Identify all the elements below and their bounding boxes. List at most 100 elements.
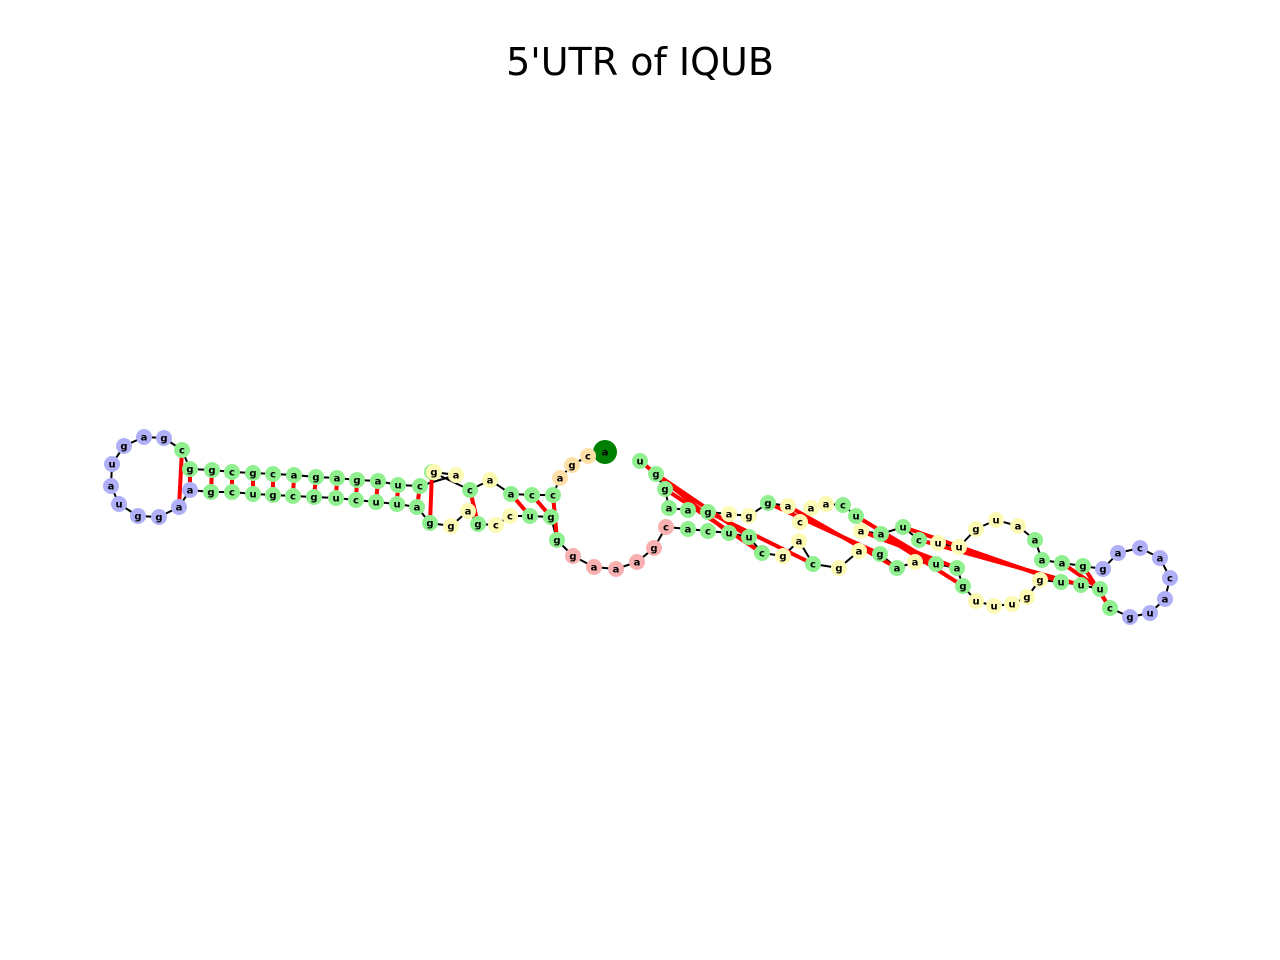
nucleotide-node <box>1027 532 1043 548</box>
nucleotide-node <box>130 508 146 524</box>
nucleotide-label: a <box>508 490 515 501</box>
nucleotide-node <box>329 470 345 486</box>
nucleotide-label: u <box>1008 600 1015 611</box>
nucleotide-label: a <box>878 530 885 541</box>
nucleotide-label: g <box>426 519 433 530</box>
nucleotide-label: c <box>353 496 359 507</box>
nucleotide-label: a <box>912 558 919 569</box>
nucleotide-label: c <box>585 452 591 463</box>
nucleotide-node <box>448 467 464 483</box>
nucleotide-node <box>928 556 944 572</box>
nucleotide-label: c <box>270 470 276 481</box>
nucleotide-label: a <box>141 433 148 444</box>
nucleotide-node <box>111 496 127 512</box>
nucleotide-node <box>488 517 504 533</box>
nucleotide-node <box>853 523 869 539</box>
nucleotide-label: a <box>453 471 460 482</box>
nucleotide-label: g <box>155 513 162 524</box>
nucleotide-label: u <box>108 460 115 471</box>
nucleotide-label: g <box>972 525 979 536</box>
nucleotide-label: a <box>176 503 183 514</box>
nucleotide-label: c <box>229 488 235 499</box>
nucleotide-label: c <box>493 521 499 532</box>
nucleotide-label: a <box>823 500 830 511</box>
nucleotide-label: c <box>663 523 669 534</box>
nucleotide-label: g <box>160 434 167 445</box>
nucleotide-node <box>443 518 459 534</box>
nucleotide-label: u <box>394 481 401 492</box>
nucleotide-node <box>503 486 519 502</box>
nucleotide-label: g <box>835 564 842 575</box>
nucleotide-label: u <box>393 500 400 511</box>
nucleotide-node <box>805 556 821 572</box>
nucleotide-label: c <box>1107 604 1113 615</box>
nucleotide-node <box>306 489 322 505</box>
nucleotide-label: c <box>705 527 711 538</box>
nucleotide-label: c <box>179 446 185 457</box>
nucleotide-node <box>646 540 662 556</box>
nucleotide-label: a <box>634 558 641 569</box>
nucleotide-label: u <box>1057 578 1064 589</box>
nucleotide-label: g <box>652 470 659 481</box>
nucleotide-node <box>1010 518 1026 534</box>
nucleotide-node <box>835 497 851 513</box>
nucleotide-label: a <box>1059 559 1066 570</box>
nucleotide-node <box>470 516 486 532</box>
nucleotide-label: c <box>810 560 816 571</box>
nucleotide-label: c <box>797 518 803 529</box>
nucleotide-label: c <box>550 491 556 502</box>
nucleotide-label: g <box>661 485 668 496</box>
nucleotide-node <box>370 473 386 489</box>
nucleotide-node <box>1092 581 1108 597</box>
nucleotide-label: g <box>474 520 481 531</box>
nucleotide-label: a <box>613 565 620 576</box>
nucleotide-node <box>895 519 911 535</box>
nucleotide-node <box>1110 545 1126 561</box>
nucleotide-label: a <box>1039 556 1046 567</box>
nucleotide-node <box>156 430 172 446</box>
nucleotide-label: g <box>764 499 771 510</box>
nucleotide-label: a <box>666 504 673 515</box>
nucleotide-node <box>564 457 580 473</box>
nucleotide-label: c <box>417 482 423 493</box>
nucleotide-node <box>648 466 664 482</box>
nucleotide-label: a <box>894 564 901 575</box>
nucleotide-node <box>851 543 867 559</box>
nucleotide-label: g <box>186 465 193 476</box>
nucleotide-node <box>889 560 905 576</box>
nucleotide-label: g <box>704 508 711 519</box>
nucleotide-node <box>700 504 716 520</box>
nucleotide-label: a <box>187 486 194 497</box>
nucleotide-node <box>803 500 819 516</box>
nucleotide-label: a <box>375 477 382 488</box>
nucleotide-node <box>224 484 240 500</box>
nucleotide-label: a <box>954 564 961 575</box>
nucleotide-label: g <box>1036 576 1043 587</box>
nucleotide-node <box>409 499 425 515</box>
nucleotide-label: a <box>487 476 494 487</box>
nucleotide-label: a <box>808 504 815 515</box>
nucleotide-label: a <box>602 448 609 459</box>
nucleotide-node <box>174 442 190 458</box>
nucleotide-label: g <box>312 473 319 484</box>
nucleotide-node <box>632 453 648 469</box>
nucleotide-label: a <box>465 507 472 518</box>
nucleotide-node <box>986 598 1002 614</box>
nucleotide-node <box>1157 591 1173 607</box>
nucleotide-label: u <box>934 539 941 550</box>
nucleotide-label: u <box>932 560 939 571</box>
base-pair-bond <box>428 471 434 524</box>
nucleotide-node <box>502 508 518 524</box>
nucleotide-label: a <box>858 527 865 538</box>
nucleotide-label: u <box>745 533 752 544</box>
nucleotide-label: u <box>1096 585 1103 596</box>
nucleotide-label: g <box>249 469 256 480</box>
nucleotide-node <box>265 487 281 503</box>
nucleotide-label: a <box>291 471 298 482</box>
nucleotide-label: u <box>1146 609 1153 620</box>
nucleotide-label: a <box>1032 536 1039 547</box>
nucleotide-node <box>741 508 757 524</box>
nucleotide-label: g <box>1126 613 1133 624</box>
nucleotide-node <box>680 521 696 537</box>
nucleotide-label: c <box>467 486 473 497</box>
